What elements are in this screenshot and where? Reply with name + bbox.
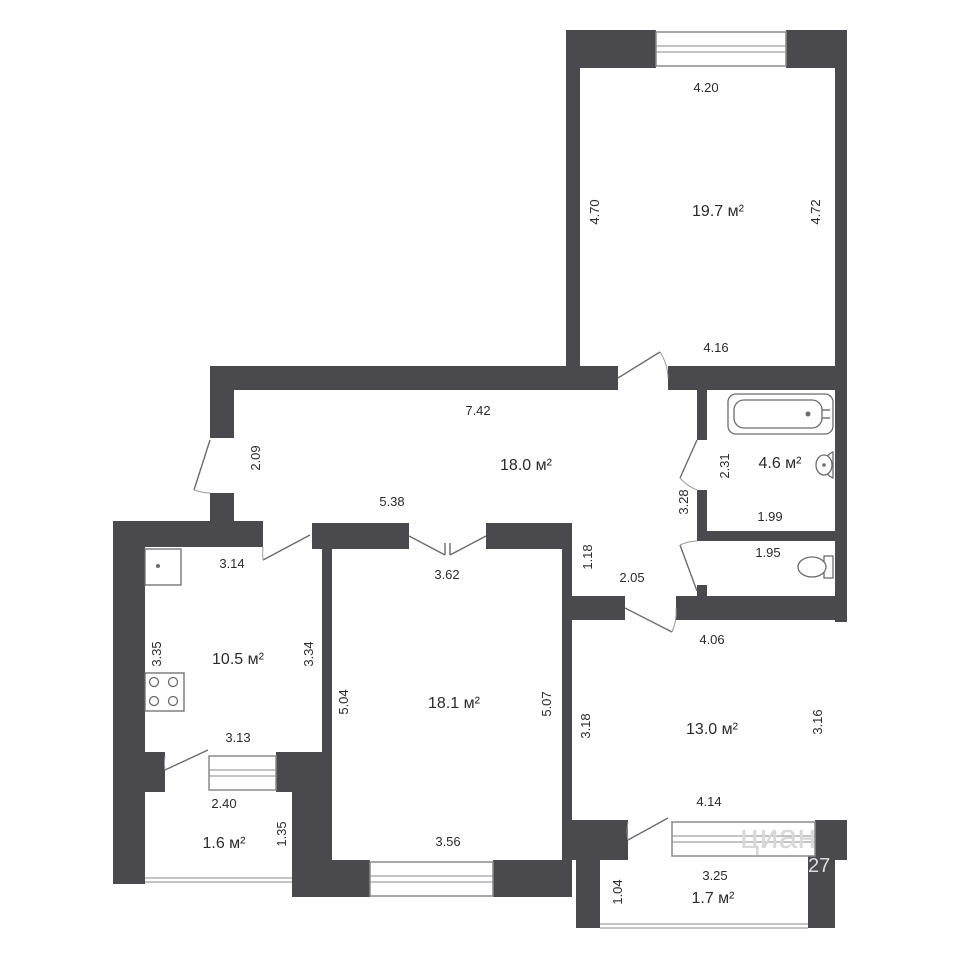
doors <box>163 351 698 841</box>
dim-middle-left: 5.04 <box>336 689 351 714</box>
dim-hall-left: 2.09 <box>248 445 263 470</box>
wall-bath-toilet <box>697 531 847 541</box>
toilet-icon <box>797 555 834 579</box>
door-balcony-west <box>163 749 209 771</box>
area-balcony-east: 1.7 м² <box>691 890 735 907</box>
dim-kitchen-top: 3.14 <box>219 556 244 571</box>
wall-north-room-left <box>566 30 580 368</box>
washbasin-icon <box>815 451 834 479</box>
fixtures <box>144 393 834 712</box>
wall-hall-top-left <box>210 366 618 390</box>
door-toilet <box>679 540 698 592</box>
door-east-room <box>624 607 677 633</box>
watermark-text: циан <box>740 818 816 856</box>
balcony-west-railing <box>145 877 292 883</box>
dim-middle-right: 5.07 <box>539 691 554 716</box>
wall-east-room-bottom-left <box>562 820 628 860</box>
watermark: циан 27 <box>740 818 830 877</box>
dim-hall-top: 7.42 <box>465 403 490 418</box>
door-kitchen <box>262 534 311 561</box>
bathtub-icon <box>727 393 834 435</box>
walls <box>113 30 847 928</box>
door-middle-room-double <box>408 535 487 556</box>
wall-kitchen-west <box>113 521 145 884</box>
area-hall: 18.0 м² <box>500 457 553 474</box>
dim-kitchen-right: 3.34 <box>301 641 316 666</box>
watermark-subtext: 27 <box>808 855 830 877</box>
door-north-room <box>617 351 669 379</box>
wall-balcony-east-right <box>808 856 835 928</box>
wall-hall-top-right <box>668 366 847 390</box>
wall-middle-bottom-right <box>493 860 571 897</box>
dim-middle-top: 3.62 <box>434 567 459 582</box>
door-entrance <box>193 439 211 494</box>
wall-east-room-bottom-right <box>815 820 847 860</box>
wall-middle-east <box>562 523 572 897</box>
dim-hall-bottom: 5.38 <box>379 494 404 509</box>
window-north <box>655 31 787 67</box>
dim-east-bottom: 4.14 <box>696 794 721 809</box>
dim-bath-left: 2.31 <box>717 453 732 478</box>
wall-middle-top-right <box>486 523 570 549</box>
wall-middle-bottom-left <box>292 860 370 897</box>
dim-balcony-east-left: 1.04 <box>610 879 625 904</box>
dim-north-left: 4.70 <box>587 199 602 224</box>
window-kitchen <box>208 755 277 791</box>
dim-balcony-west-right: 1.35 <box>274 821 289 846</box>
dim-north-top: 4.20 <box>693 80 718 95</box>
sink-icon <box>144 548 182 586</box>
dim-kitchen-bottom: 3.13 <box>225 730 250 745</box>
dim-east-left: 3.18 <box>578 713 593 738</box>
area-kitchen: 10.5 м² <box>212 651 265 668</box>
area-east-room: 13.0 м² <box>686 721 739 738</box>
door-balcony-east <box>626 817 669 841</box>
wall-hall-west-upper <box>210 366 234 438</box>
dim-east-right: 3.16 <box>810 709 825 734</box>
area-middle-room: 18.1 м² <box>428 695 481 712</box>
dim-balcony-west-top: 2.40 <box>211 796 236 811</box>
wall-balcony-east-left <box>576 856 600 928</box>
dim-kitchen-left: 3.35 <box>149 641 164 666</box>
dim-toilet-top: 1.95 <box>755 545 780 560</box>
windows <box>145 31 816 929</box>
dim-hall-corridor: 1.18 <box>580 544 595 569</box>
window-east-room <box>671 821 816 857</box>
wall-kitchen-bottom-left <box>113 752 165 792</box>
wall-east-outer <box>835 30 847 622</box>
dim-hall-corridor-width: 2.05 <box>619 570 644 585</box>
area-balcony-west: 1.6 м² <box>202 835 246 852</box>
window-middle-room <box>369 861 494 897</box>
dim-middle-bottom: 3.56 <box>435 834 460 849</box>
wall-toilet-west-bottom <box>697 585 707 600</box>
balcony-east-railing <box>600 923 808 929</box>
labels: 4.20 4.70 4.72 4.16 19.7 м² 7.42 2.09 5.… <box>149 80 825 907</box>
area-bathroom: 4.6 м² <box>758 455 802 472</box>
wall-kitchen-middle <box>322 523 332 756</box>
dim-hall-right: 3.28 <box>676 489 691 514</box>
dim-north-bottom: 4.16 <box>703 340 728 355</box>
wall-bath-west-top <box>697 390 707 440</box>
dim-north-right: 4.72 <box>808 199 823 224</box>
wall-hall-east-stub <box>570 596 625 620</box>
wall-bath-west-bottom <box>697 490 707 531</box>
area-north-room: 19.7 м² <box>692 203 745 220</box>
stove-icon <box>144 672 185 712</box>
wall-hall-west-lower <box>210 493 234 523</box>
dim-balcony-east-top: 3.25 <box>702 868 727 883</box>
wall-north-room-top-left <box>566 30 656 68</box>
door-bathroom <box>679 439 698 491</box>
dim-east-top: 4.06 <box>699 632 724 647</box>
dim-bath-bottom: 1.99 <box>757 509 782 524</box>
